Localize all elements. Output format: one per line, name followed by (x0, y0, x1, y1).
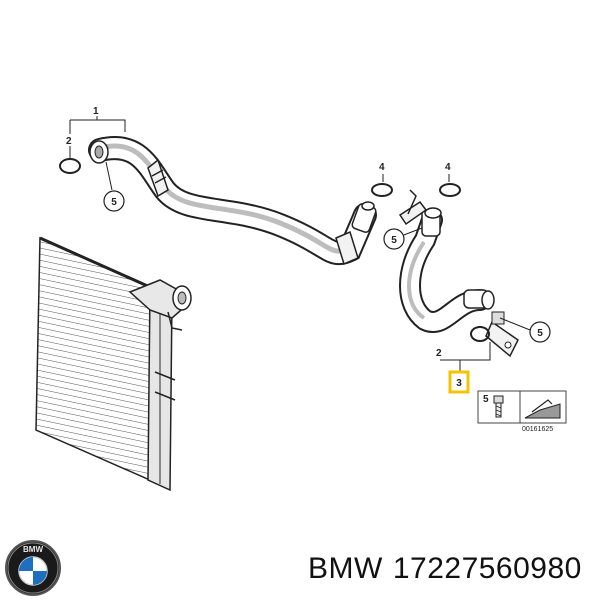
bracket (398, 189, 428, 226)
part-caption: BMW 17227560980 (308, 552, 592, 586)
legend-ref-code: 00161625 (522, 426, 553, 433)
callout-5-mid: 5 (391, 235, 397, 246)
legend-item-number: 5 (483, 394, 489, 405)
logo-text: BMW (23, 545, 43, 554)
o-ring-right-top (439, 183, 461, 197)
wedge-shape-icon (524, 399, 561, 419)
callout-1: 1 (93, 106, 99, 117)
leader-lines (69, 116, 531, 372)
callout-2-top: 2 (66, 136, 72, 147)
callout-3-highlight[interactable]: 3 (448, 370, 470, 394)
oil-line-lower (399, 207, 519, 358)
bolt-icon (493, 395, 504, 418)
radiator-fitting (128, 279, 192, 331)
legend-box: 5 00161625 (477, 390, 567, 433)
bmw-logo: BMW (5, 540, 61, 596)
o-ring-mid (371, 183, 393, 197)
o-ring-right-bottom (470, 326, 490, 342)
callout-2-bottom: 2 (436, 348, 442, 359)
callout-5-left-circle: 5 (103, 190, 125, 212)
part-number: 17227560980 (392, 552, 582, 585)
callout-5-right: 5 (537, 328, 543, 339)
brand-name: BMW (308, 552, 383, 585)
callout-5-mid-circle: 5 (383, 228, 405, 250)
oil-line-upper (88, 136, 377, 266)
radiator (35, 236, 176, 492)
o-ring-left (59, 158, 81, 174)
callout-5-right-circle: 5 (529, 321, 551, 343)
callout-5-left: 5 (111, 197, 117, 208)
callout-3: 3 (456, 378, 462, 389)
highlight-box (448, 370, 470, 394)
callout-4-left: 4 (379, 162, 385, 173)
callout-4-right: 4 (445, 162, 451, 173)
